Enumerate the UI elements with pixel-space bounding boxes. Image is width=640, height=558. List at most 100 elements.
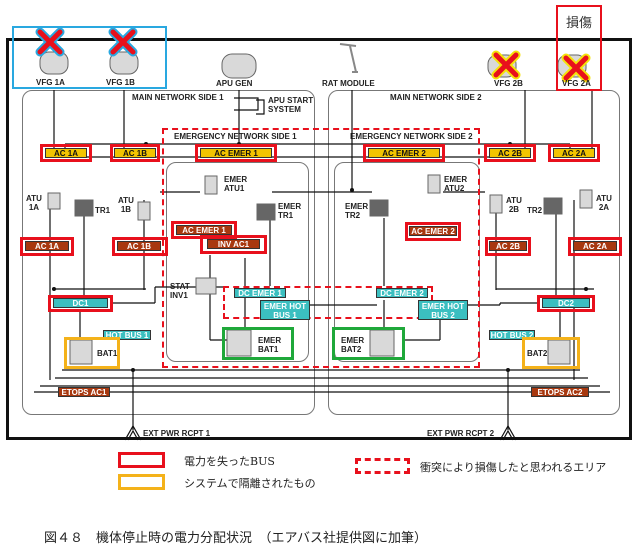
atu1b-l1: ATU xyxy=(118,196,134,205)
dc1-lost xyxy=(48,295,113,312)
ext-pwr-rcpt-2-label: EXT PWR RCPT 2 xyxy=(427,429,495,438)
damaged-area-emergency xyxy=(162,128,480,368)
main-network-side-1-label: MAIN NETWORK SIDE 1 xyxy=(132,93,224,102)
atu2b-l2: 2B xyxy=(508,205,520,214)
emergency-network-side-2-label: EMERGENCY NETWORK SIDE 2 xyxy=(350,132,473,141)
apu-start-line1: APU START xyxy=(268,96,314,105)
bus-etops-ac2: ETOPS AC2 xyxy=(531,387,589,397)
emergency-network-side-1 xyxy=(166,162,309,362)
legend-damaged-area-label: 衝突により損傷したと思われるエリア xyxy=(420,461,607,474)
tr2-label: TR2 xyxy=(527,206,543,215)
bat1-isolated xyxy=(64,337,120,369)
figure-caption: 図４８ 機体停止時の電力分配状況 （エアバス社提供図に加筆） xyxy=(44,531,427,546)
rat-module-icon xyxy=(339,43,358,73)
ac1b-low-lost xyxy=(112,237,168,256)
emer-atu1-l2: ATU1 xyxy=(224,184,245,193)
dc2-lost xyxy=(537,295,595,312)
inv-ac1-lost xyxy=(200,235,267,254)
atu2a-l1: ATU xyxy=(596,194,612,203)
bat1-label: BAT1 xyxy=(97,349,118,358)
legend-isolated-label: システムで隔離されたもの xyxy=(184,477,316,490)
bus-etops-ac1: ETOPS AC1 xyxy=(58,387,110,397)
emer-tr1-l2: TR1 xyxy=(278,211,294,220)
emer-hot-bus2-l2: BUS 2 xyxy=(431,311,455,320)
emer-hot-bus1-l1: EMER HOT xyxy=(263,302,307,311)
legend-lost-power-label: 電力を失ったBUS xyxy=(184,455,275,468)
vfg-2b-label: VFG 2B xyxy=(494,79,523,88)
bus-hot-bus1: HOT BUS 1 xyxy=(103,330,151,340)
bus-ac-emer2-top: AC EMER 2 xyxy=(368,148,440,158)
rat-module-label: RAT MODULE xyxy=(322,79,375,88)
emer-hot-bus1-l2: BUS 1 xyxy=(273,311,297,320)
vfg-1a-label: VFG 1A xyxy=(36,78,65,87)
bus-dc-emer2: DC EMER 2 xyxy=(376,288,428,298)
atu1a-l2: 1A xyxy=(28,203,40,212)
stat-inv1-l1: STAT xyxy=(170,282,190,291)
ac2b-top-lost xyxy=(484,144,536,162)
bus-ac2b-top: AC 2B xyxy=(489,148,531,158)
ac1b-top-lost xyxy=(110,144,160,162)
vfg-2a-label: VFG 2A xyxy=(562,79,591,88)
emer-bat2-box xyxy=(332,327,405,360)
damaged-vfg-2a-box xyxy=(556,5,602,91)
damaged-label: 損傷 xyxy=(566,16,593,31)
atu2b-l1: ATU xyxy=(506,196,522,205)
emer-tr1-l1: EMER xyxy=(278,202,302,211)
emer-atu2-l1: EMER xyxy=(444,175,468,184)
bus-ac-emer1-low: AC EMER 1 xyxy=(176,225,232,235)
ac1a-top-lost xyxy=(40,144,92,162)
emer-bat1-box xyxy=(222,327,294,360)
bus-ac1b-low: AC 1B xyxy=(117,241,161,251)
ac-emer2-low-lost xyxy=(405,222,461,241)
emer-bat2-l1: EMER xyxy=(341,336,365,345)
bus-ac2a-top: AC 2A xyxy=(553,148,595,158)
vfg-1b-label: VFG 1B xyxy=(106,78,135,87)
bus-ac-emer1-top: AC EMER 1 xyxy=(200,148,272,158)
emer-hot-bus2-l1: EMER HOT xyxy=(421,302,465,311)
ac-emer2-top-lost xyxy=(363,144,445,162)
atu2a-l2: 2A xyxy=(598,203,610,212)
diagram-frame xyxy=(6,38,632,440)
bus-ac2a-low: AC 2A xyxy=(573,241,617,251)
ac2b-low-lost xyxy=(485,237,531,256)
emergency-network-side-1-label: EMERGENCY NETWORK SIDE 1 xyxy=(174,132,297,141)
apu-gen-label: APU GEN xyxy=(216,79,253,88)
bus-ac-emer2-low: AC EMER 2 xyxy=(409,226,457,236)
emer-atu1-l1: EMER xyxy=(224,175,248,184)
legend-isolated-swatch xyxy=(118,474,165,490)
emer-bat1-l1: EMER xyxy=(258,336,282,345)
bus-inv-ac1: INV AC1 xyxy=(207,239,260,249)
ac-emer1-top-lost xyxy=(195,144,277,162)
bus-ac1b-top: AC 1B xyxy=(114,148,156,158)
emer-tr2-l1: EMER xyxy=(345,202,369,211)
emer-bat2-l2: BAT2 xyxy=(341,345,362,354)
atu1b-l2: 1B xyxy=(120,205,132,214)
stat-inv1-l2: INV1 xyxy=(170,291,188,300)
bus-dc-emer1: DC EMER 1 xyxy=(234,288,286,298)
emer-bat1-l2: BAT1 xyxy=(258,345,279,354)
legend-lost-power-swatch xyxy=(118,452,165,468)
atu1a-l1: ATU xyxy=(26,194,42,203)
legend-damaged-area-swatch xyxy=(355,458,410,474)
ac1a-low-lost xyxy=(20,237,74,256)
emer-atu2-l2: ATU2 xyxy=(444,184,465,193)
ac2a-low-lost xyxy=(568,237,622,256)
tr1-label: TR1 xyxy=(95,206,111,215)
bus-dc2: DC2 xyxy=(542,298,590,308)
ac2a-top-lost xyxy=(548,144,600,162)
bus-ac1a-top: AC 1A xyxy=(45,148,87,158)
bat2-isolated xyxy=(522,337,580,369)
